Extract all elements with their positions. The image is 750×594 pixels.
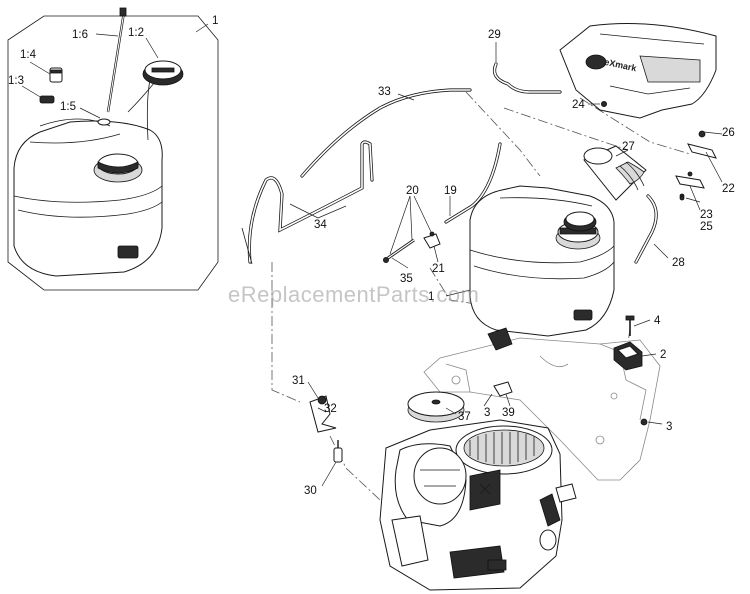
callout-35: 35 (400, 273, 413, 285)
callout-2: 2 (660, 349, 666, 361)
callout-3-right: 3 (666, 421, 672, 433)
callout-3-center: 3 (484, 407, 490, 419)
hose-19 (444, 142, 502, 224)
vent-hose (241, 140, 374, 265)
callout-1-4: 1:4 (20, 49, 37, 61)
callout-27: 27 (622, 141, 635, 153)
callout-26: 26 (722, 127, 735, 139)
fitting-30 (333, 440, 343, 463)
phantom-line (429, 267, 477, 305)
callout-4: 4 (654, 315, 661, 327)
callout-28: 28 (672, 257, 685, 269)
phantom-line (271, 262, 301, 403)
callout-30: 30 (304, 485, 317, 497)
inset-grommet (39, 95, 55, 104)
phantom-line (465, 91, 541, 177)
callout-24: 24 (572, 99, 585, 111)
callout-21: 21 (432, 263, 445, 275)
callout-33: 33 (378, 86, 391, 98)
callout-25: 25 (700, 221, 713, 233)
callout-19: 19 (444, 185, 457, 197)
callout-22: 22 (722, 183, 735, 195)
mount-39 (487, 327, 513, 397)
chassis-frame (423, 337, 661, 481)
inset-dipstick (97, 7, 127, 126)
phantom-line (579, 97, 691, 155)
callout-23: 23 (700, 209, 713, 221)
callout-1-3: 1:3 (8, 75, 24, 87)
callout-37: 37 (458, 411, 471, 423)
bracket-22 (687, 130, 717, 159)
screw-24 (601, 101, 608, 108)
bracket-23 (675, 171, 705, 199)
fuel-filter (583, 145, 647, 201)
screw-25 (679, 195, 685, 201)
console-panel: eXmark (559, 23, 717, 119)
callout-1-tank: 1 (428, 291, 434, 303)
callout-31: 31 (292, 375, 305, 387)
fuel-tank (469, 185, 615, 337)
callout-1-6: 1:6 (72, 29, 88, 41)
phantom-line (503, 107, 629, 151)
callout-32: 32 (324, 403, 337, 415)
nut-3 (640, 418, 648, 426)
callout-1: 1 (212, 15, 218, 27)
hose-29 (492, 62, 562, 94)
callout-39: 39 (502, 407, 515, 419)
inset-frame (7, 15, 219, 291)
hose-28 (634, 194, 658, 264)
callout-1-2: 1:2 (128, 27, 144, 39)
inset-fuel-cap (127, 60, 184, 141)
inset-fitting (49, 67, 63, 83)
engine (379, 419, 577, 591)
callout-29: 29 (488, 29, 501, 41)
inset-fuel-tank (13, 118, 163, 277)
mount-2 (613, 341, 643, 371)
bolt-4 (625, 315, 635, 336)
fuel-line-33 (300, 88, 472, 178)
air-cleaner-cover (407, 391, 465, 423)
hose-bracket (309, 395, 337, 433)
callout-34: 34 (314, 219, 327, 231)
callout-20: 20 (406, 185, 419, 197)
callout-1-5: 1:5 (60, 101, 76, 113)
clamp-parts (382, 231, 441, 263)
